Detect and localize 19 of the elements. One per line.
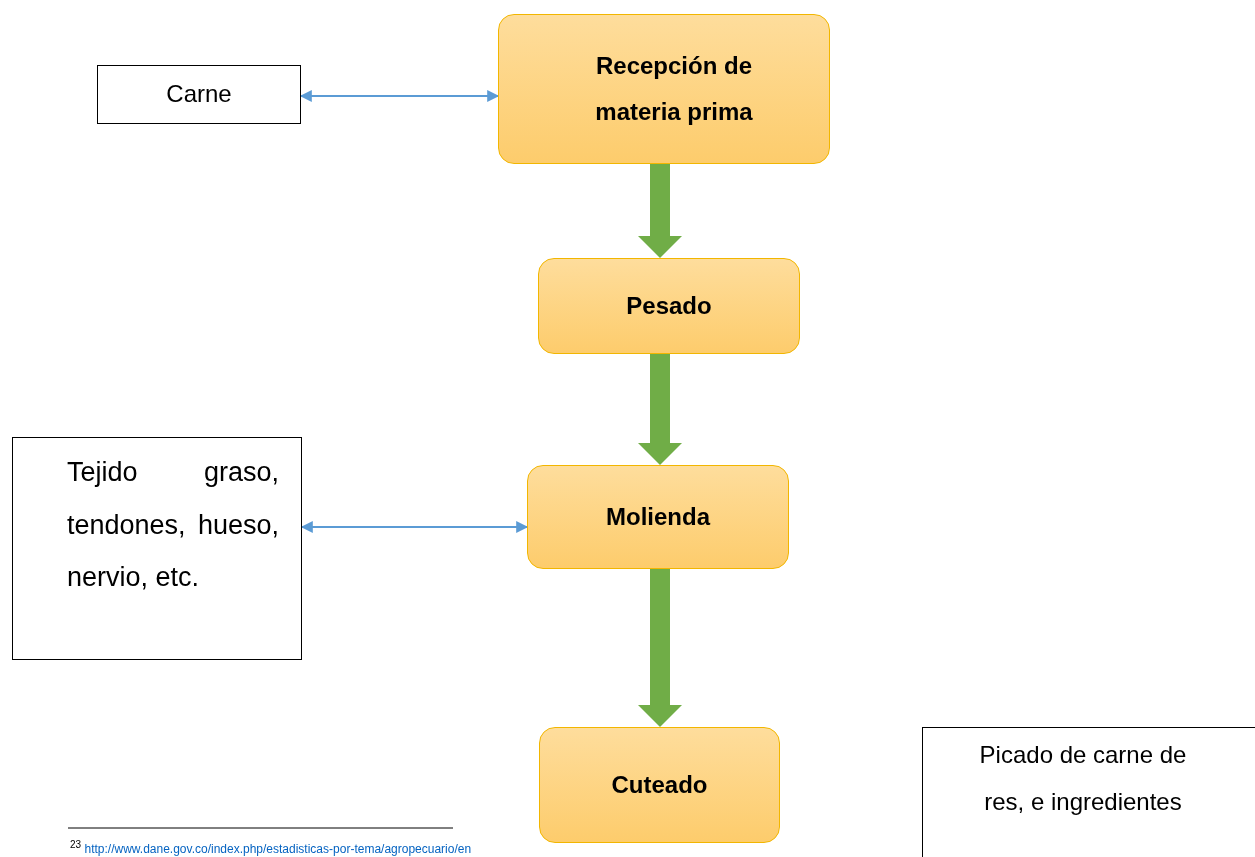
arrow <box>638 354 682 465</box>
text-label: Tejido graso, tendones, hueso, nervio, etc. <box>67 456 279 595</box>
process-box <box>539 727 780 843</box>
process-box <box>527 465 789 569</box>
text-label: Pesado <box>626 290 712 321</box>
arrow <box>300 521 529 533</box>
text-label: Molienda <box>606 501 710 532</box>
text-label: Carne <box>166 79 232 110</box>
text-box <box>12 437 302 660</box>
arrow <box>638 569 682 727</box>
text-label: Picado de carne de res, e ingredientes <box>978 740 1188 817</box>
arrow <box>638 164 682 258</box>
text-label: Recepción de materia prima <box>594 51 754 127</box>
text-box <box>922 727 1255 857</box>
text-box <box>97 65 301 124</box>
process-box <box>538 258 800 354</box>
arrow <box>299 90 500 102</box>
text-label: Cuteado <box>611 769 708 800</box>
process-box <box>498 14 830 164</box>
